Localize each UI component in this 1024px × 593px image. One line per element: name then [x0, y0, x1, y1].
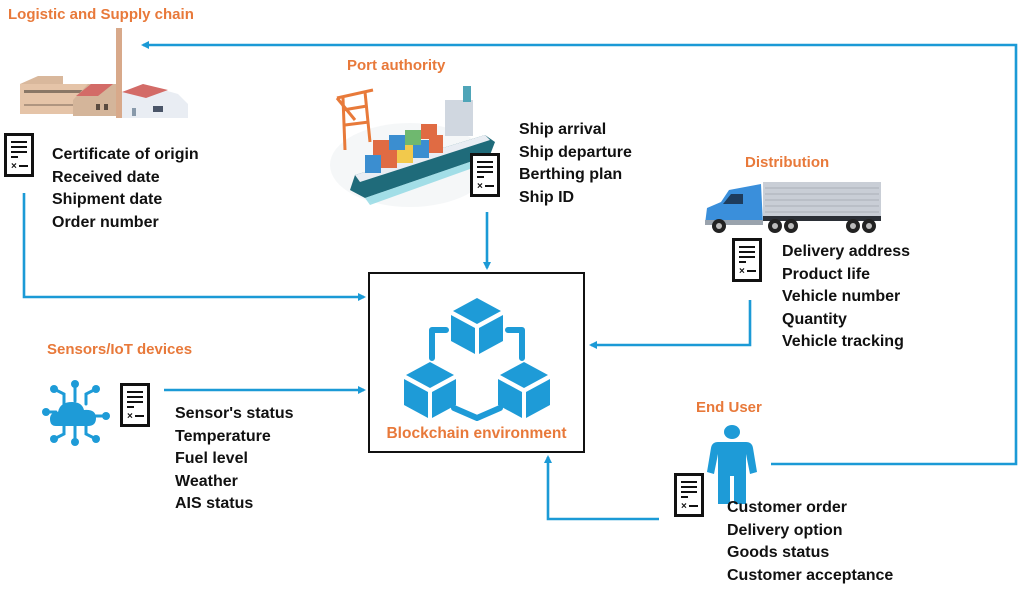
list-item: Ship departure — [519, 143, 632, 161]
node-title-logistic: Logistic and Supply chain — [8, 6, 194, 23]
item-list-port: Ship arrival Ship departure Berthing pla… — [519, 119, 632, 209]
factory-icon — [20, 28, 188, 118]
list-item: Berthing plan — [519, 166, 623, 184]
list-item: Customer order — [727, 499, 848, 516]
list-item: Temperature — [175, 427, 271, 445]
svg-text:×: × — [739, 266, 745, 277]
list-item: Order number — [52, 213, 159, 231]
list-item: Ship ID — [519, 188, 575, 206]
list-item: Goods status — [727, 544, 830, 562]
node-title-enduser: End User — [696, 399, 762, 416]
svg-text:×: × — [11, 161, 17, 172]
node-title-sensors: Sensors/IoT devices — [47, 341, 193, 358]
list-item: Customer acceptance — [727, 566, 894, 584]
item-list-logistic: Certificate of origin Received date Ship… — [52, 144, 199, 234]
list-item: AIS status — [175, 495, 254, 513]
list-item: Weather — [175, 472, 238, 490]
node-title-distribution: Distribution — [745, 154, 830, 171]
arrow-enduser-to-logistic — [141, 41, 1018, 466]
arrow-logistic-to-blockchain — [22, 193, 366, 301]
svg-text:×: × — [127, 411, 133, 422]
list-item: Ship arrival — [519, 121, 607, 138]
list-item: Fuel level — [175, 450, 248, 468]
list-item: Delivery address — [782, 243, 911, 260]
list-item: Product life — [782, 265, 871, 283]
document-icon-enduser: × — [674, 473, 704, 517]
node-title-port: Port authority — [347, 57, 446, 74]
list-item: Shipment date — [52, 191, 163, 209]
svg-text:×: × — [477, 181, 483, 192]
svg-text:×: × — [681, 501, 687, 512]
document-icon-distribution: × — [732, 238, 762, 282]
list-item: Received date — [52, 168, 160, 186]
truck-icon — [705, 182, 881, 233]
blockchain-environment-box: Blockchain environment — [368, 272, 585, 453]
blockchain-environment-label: Blockchain environment — [386, 425, 567, 442]
arrow-distribution-to-blockchain — [589, 300, 752, 349]
iot-cloud-icon — [42, 380, 110, 446]
list-item: Delivery option — [727, 521, 843, 539]
document-icon-logistic: × — [4, 133, 34, 177]
item-list-distribution: Delivery address Product life Vehicle nu… — [782, 241, 910, 354]
person-icon — [707, 425, 757, 504]
blockchain-cubes-icon — [404, 298, 550, 421]
item-list-sensors: Sensor's status Temperature Fuel level W… — [175, 403, 294, 516]
container-ship-icon — [330, 86, 495, 207]
item-list-enduser: Customer order Delivery option Goods sta… — [727, 497, 893, 587]
list-item: Certificate of origin — [52, 146, 199, 163]
list-item: Sensor's status — [175, 405, 294, 422]
document-icon-port: × — [470, 153, 500, 197]
list-item: Vehicle tracking — [782, 333, 904, 351]
arrow-enduser-to-blockchain — [544, 455, 659, 521]
list-item: Vehicle number — [782, 288, 901, 306]
list-item: Quantity — [782, 310, 847, 328]
document-icon-sensors: × — [120, 383, 150, 427]
